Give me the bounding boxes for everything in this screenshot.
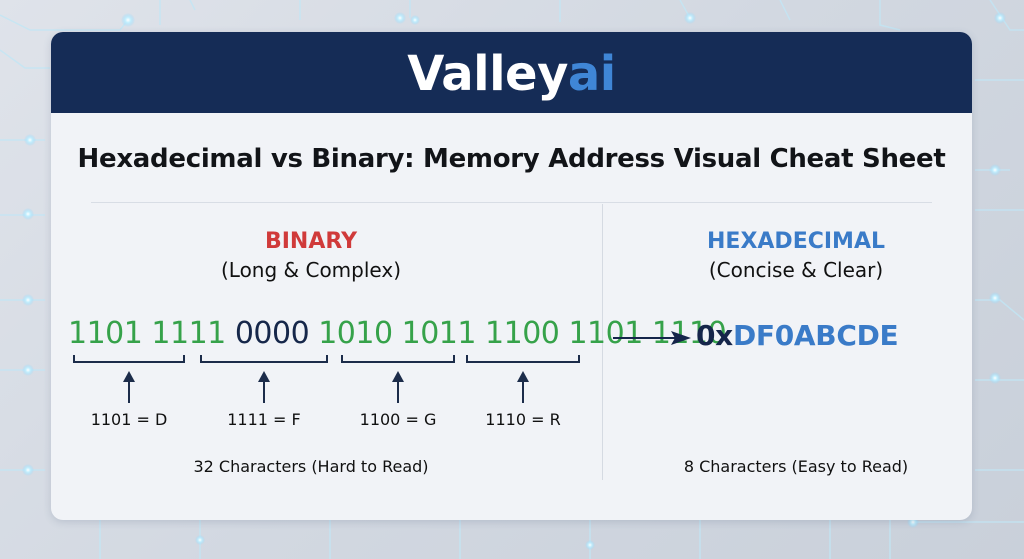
hex-heading: HEXADECIMAL [707,229,885,254]
byte-group: 1111 = F [200,355,328,429]
arrow-right-icon [613,331,691,345]
bracket [466,355,580,363]
brand-name-accent: ai [567,45,616,102]
brand-logo: Valleyai [407,46,616,102]
hex-heading-block: HEXADECIMAL (Concise & Clear) [651,229,941,282]
cheat-sheet-card: Valleyai Hexadecimal vs Binary: Memory A… [51,32,972,520]
binary-nibble: 1100 [485,316,560,351]
binary-character-count: 32 Characters (Hard to Read) [193,457,429,476]
arrow-up-icon [123,371,135,403]
binary-subheading: (Long & Complex) [220,258,402,282]
bracket [341,355,455,363]
binary-nibble: 1101 [68,316,143,351]
hex-prefix: 0x [696,319,733,352]
binary-nibble: 1110 [651,316,727,351]
horizontal-divider [91,202,932,203]
arrow-up-icon [392,371,404,403]
binary-nibble: 1111 [151,316,226,351]
byte-group: 1100 = G [341,355,455,429]
nibble-mapping: 1101 = D [90,410,168,429]
bracket [200,355,328,363]
binary-nibble: 1010 [318,316,393,351]
arrow-up-icon [258,371,270,403]
hex-subheading: (Concise & Clear) [708,258,884,282]
brand-name-main: Valley [407,45,568,102]
nibble-mapping: 1100 = G [359,410,437,429]
binary-nibble: 0000 [234,316,310,351]
arrow-up-icon [517,371,529,403]
binary-nibble: 1101 [568,316,643,351]
hex-character-count: 8 Characters (Easy to Read) [683,457,909,476]
bracket [73,355,185,363]
binary-heading-block: BINARY (Long & Complex) [171,229,451,282]
nibble-mapping: 1111 = F [227,410,301,429]
page-title: Hexadecimal vs Binary: Memory Address Vi… [77,144,946,174]
hex-value: 0xDF0ABCDE [696,319,899,352]
brand-header: Valleyai [51,32,972,113]
nibble-mapping: 1110 = R [485,410,561,429]
byte-group: 1110 = R [466,355,580,429]
hex-digits: DF0ABCDE [732,319,899,352]
byte-group: 1101 = D [73,355,185,429]
vertical-divider [602,204,603,480]
binary-nibble: 1011 [401,316,477,351]
binary-heading: BINARY [264,229,358,254]
binary-value: 1101 1111 0000 1010 1011 1100 1101 1110 [68,316,727,351]
